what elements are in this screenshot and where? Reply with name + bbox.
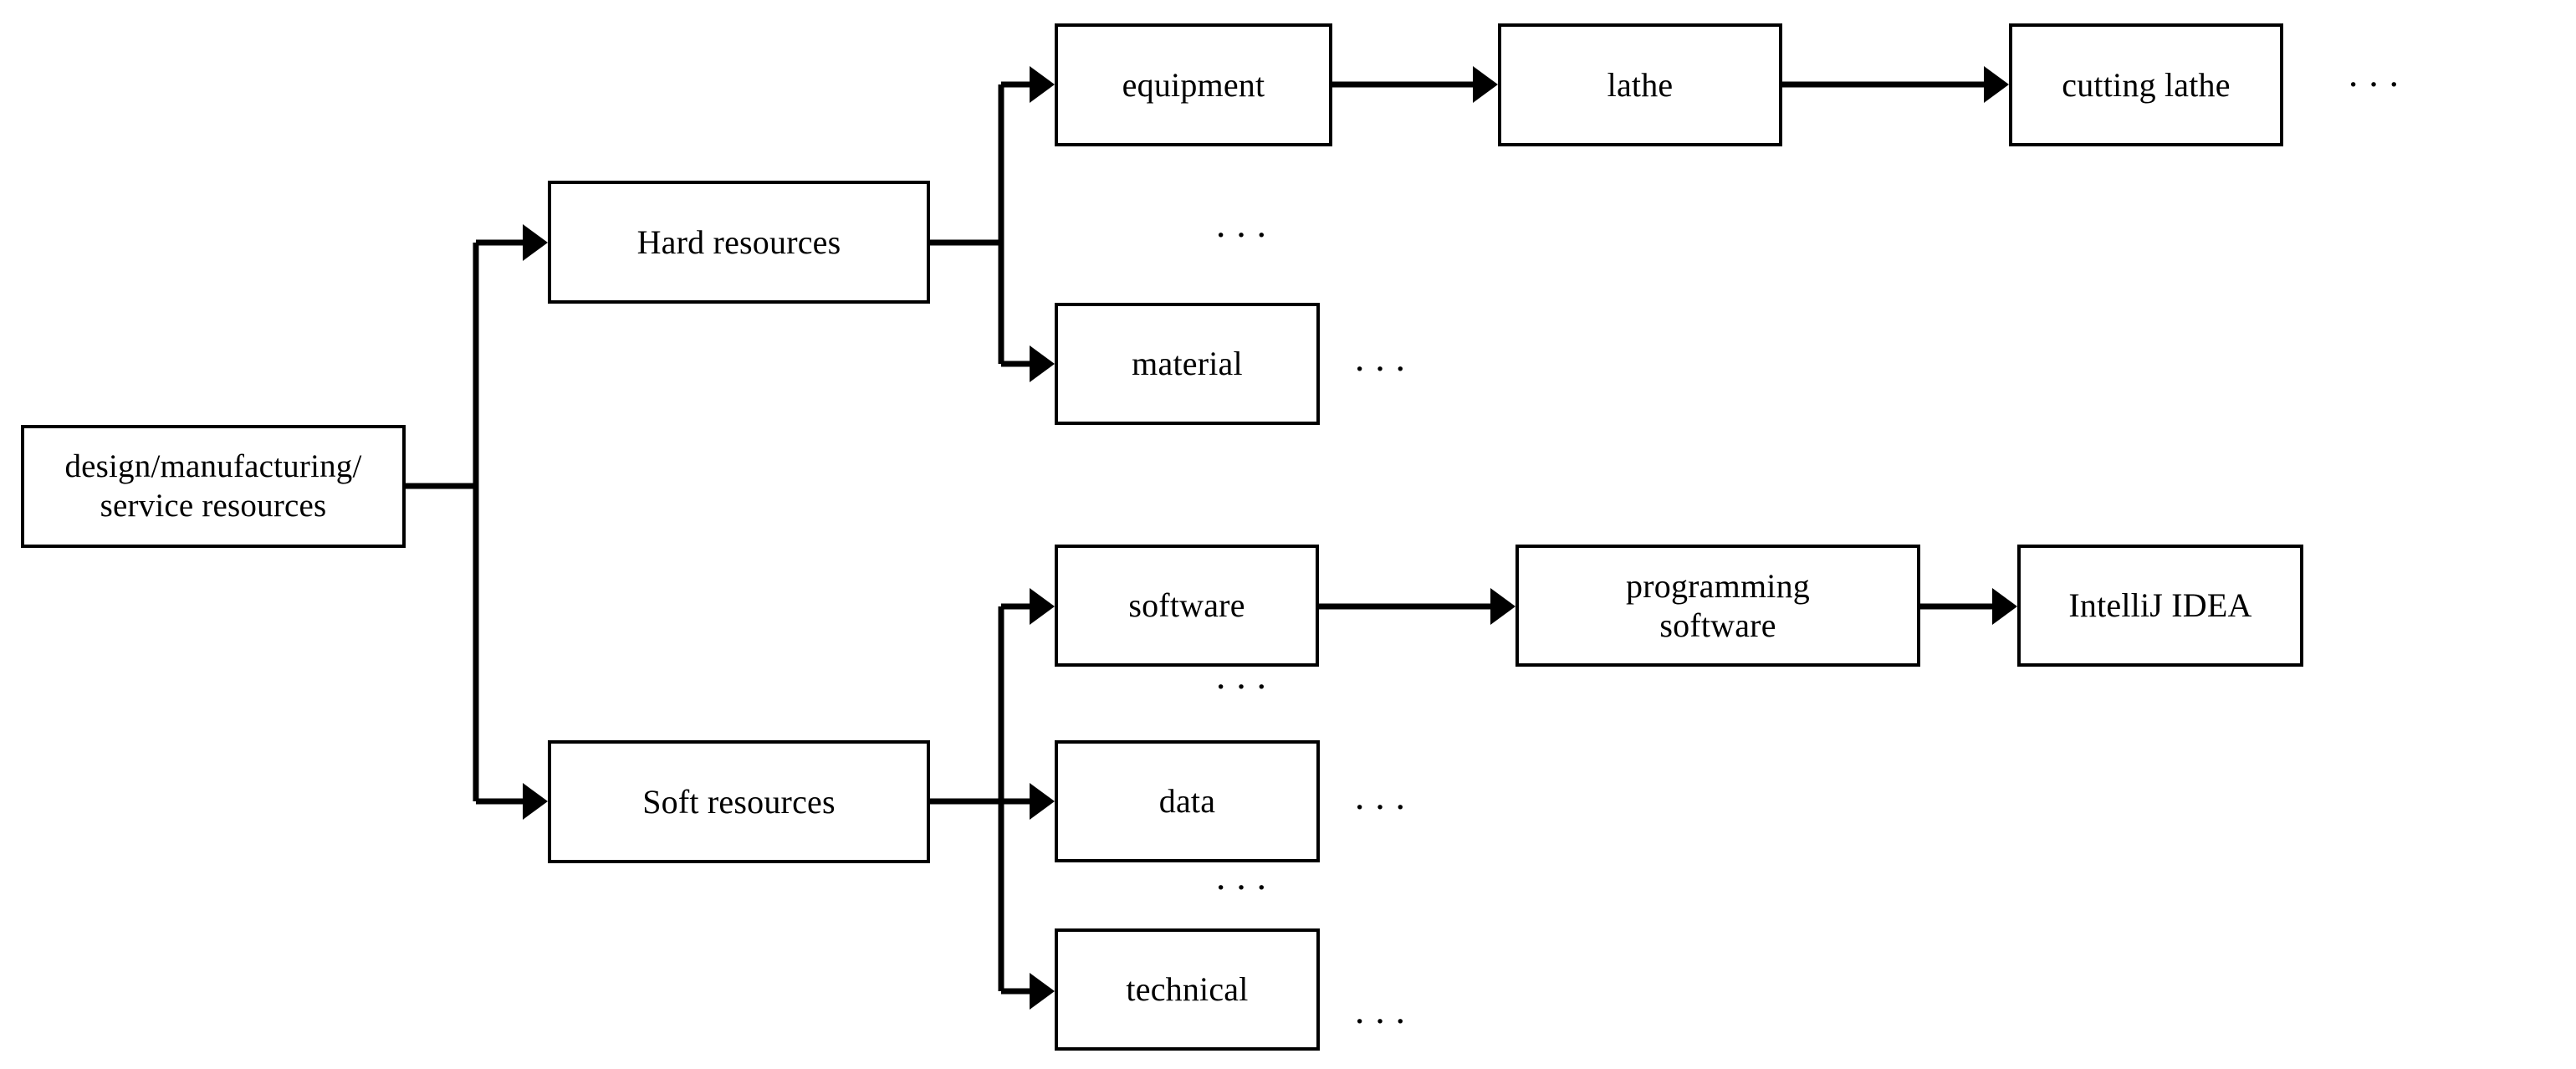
node-data-label: data bbox=[1158, 782, 1216, 821]
node-root[interactable]: design/manufacturing/ service resources bbox=[21, 425, 406, 548]
ellipsis-cutting-lathe-right: ··· bbox=[2347, 63, 2408, 105]
node-equipment[interactable]: equipment bbox=[1055, 23, 1332, 146]
ellipsis-data-below: ··· bbox=[1214, 866, 1275, 908]
ellipsis-technical-right: ··· bbox=[1353, 1000, 1414, 1042]
arrowhead-software-to-programming-software bbox=[1490, 588, 1515, 625]
node-software-label: software bbox=[1128, 586, 1245, 625]
node-equipment-label: equipment bbox=[1122, 65, 1265, 104]
node-soft-resources-label: Soft resources bbox=[642, 782, 836, 821]
node-programming-software-line2: software bbox=[1659, 606, 1776, 644]
node-hard-resources-label: Hard resources bbox=[636, 222, 841, 261]
node-material-label: material bbox=[1132, 345, 1243, 383]
arrowhead-soft-to-software bbox=[1030, 588, 1055, 625]
arrowhead-root-to-hard bbox=[523, 224, 548, 261]
ellipsis-software-below: ··· bbox=[1214, 665, 1275, 708]
ellipsis-equipment-material-gap: ··· bbox=[1214, 213, 1275, 256]
node-technical-label: technical bbox=[1126, 970, 1249, 1009]
arrowhead-hard-to-material bbox=[1030, 345, 1055, 382]
node-intellij-idea-label: IntelliJ IDEA bbox=[2068, 586, 2252, 625]
node-lathe-label: lathe bbox=[1607, 65, 1674, 104]
node-intellij-idea[interactable]: IntelliJ IDEA bbox=[2017, 545, 2303, 667]
node-cutting-lathe[interactable]: cutting lathe bbox=[2009, 23, 2283, 146]
node-data[interactable]: data bbox=[1055, 740, 1320, 862]
node-material[interactable]: material bbox=[1055, 303, 1320, 425]
node-soft-resources[interactable]: Soft resources bbox=[548, 740, 930, 863]
arrowhead-soft-to-data bbox=[1030, 783, 1055, 820]
node-programming-software[interactable]: programming software bbox=[1515, 545, 1920, 667]
ellipsis-data-right: ··· bbox=[1353, 785, 1414, 828]
arrowhead-lathe-to-cutting-lathe bbox=[1984, 66, 2009, 103]
node-programming-software-line1: programming bbox=[1626, 566, 1810, 605]
node-technical[interactable]: technical bbox=[1055, 928, 1320, 1051]
node-cutting-lathe-label: cutting lathe bbox=[2062, 65, 2231, 104]
node-lathe[interactable]: lathe bbox=[1498, 23, 1782, 146]
arrowhead-programming-software-to-intellij bbox=[1992, 588, 2017, 625]
node-hard-resources[interactable]: Hard resources bbox=[548, 181, 930, 304]
node-software[interactable]: software bbox=[1055, 545, 1319, 667]
arrowhead-root-to-soft bbox=[523, 783, 548, 820]
ellipsis-material-right: ··· bbox=[1353, 347, 1414, 390]
node-root-line2: service resources bbox=[100, 487, 327, 524]
arrowhead-equipment-to-lathe bbox=[1473, 66, 1498, 103]
node-root-line1: design/manufacturing/ bbox=[64, 448, 362, 485]
arrowhead-hard-to-equipment bbox=[1030, 66, 1055, 103]
arrowhead-soft-to-technical bbox=[1030, 973, 1055, 1010]
